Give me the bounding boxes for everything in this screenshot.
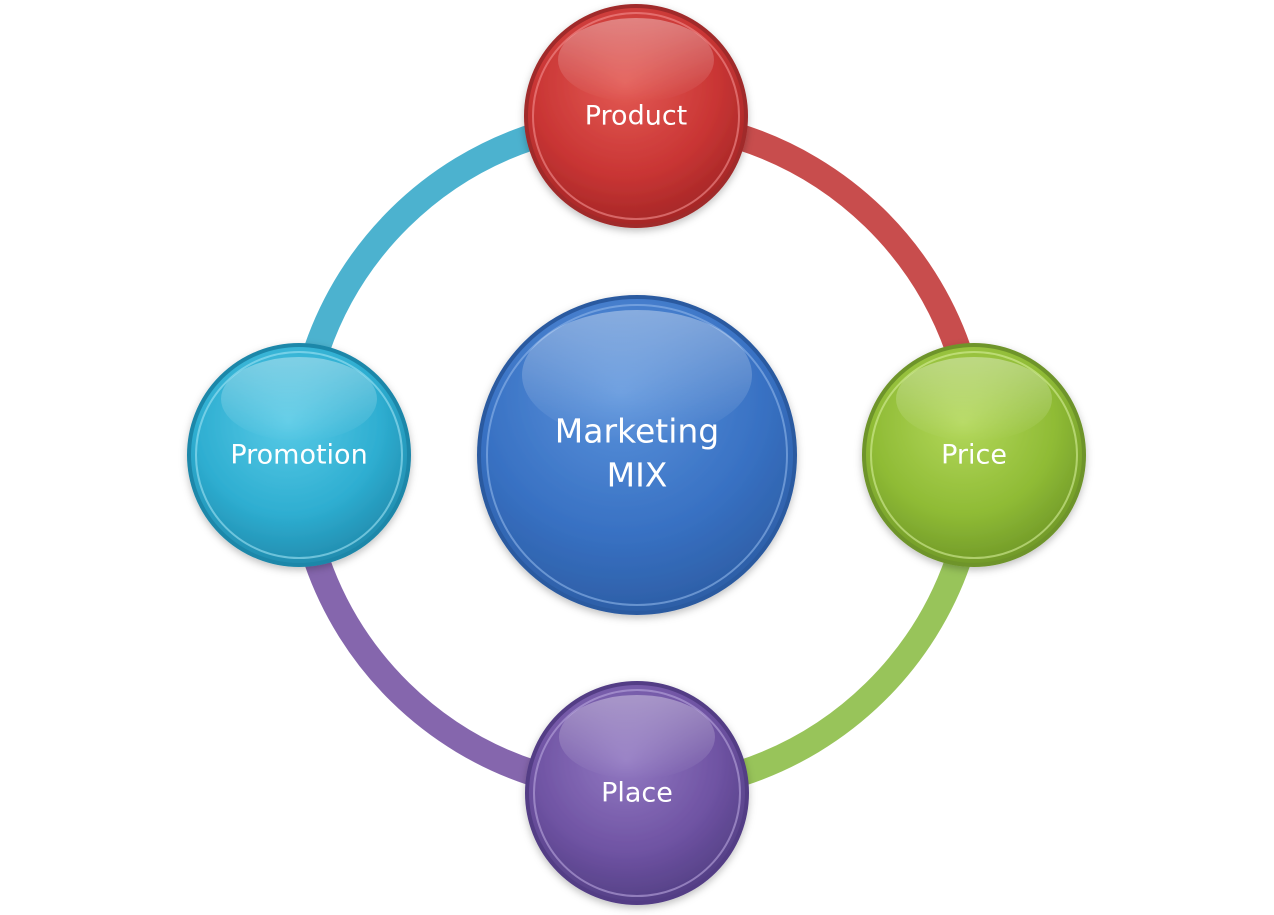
node-promotion: Promotion [187,343,411,567]
connector-ring [304,124,971,786]
ring-segment-place-promotion [304,556,538,786]
node-label-promotion: Promotion [230,440,367,471]
center-label-line2: MIX [607,456,668,495]
ring-segment-product-price [736,124,971,354]
node-place: Place [525,681,749,905]
node-label-product: Product [585,101,688,132]
node-label-price: Price [941,440,1007,471]
node-price: Price [862,343,1086,567]
ring-segment-promotion-product [304,124,537,354]
center-node-marketing-mix: Marketing MIX [477,295,797,615]
center-label-line1: Marketing [555,412,719,451]
ring-segment-price-place [737,556,971,786]
node-product: Product [524,4,748,228]
node-label-place: Place [601,778,673,809]
